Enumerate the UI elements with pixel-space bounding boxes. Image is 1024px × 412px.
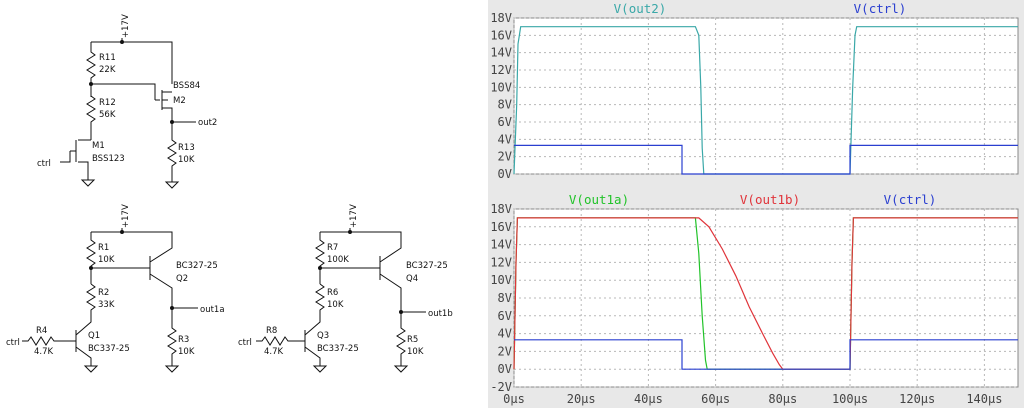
r4-label: R4 xyxy=(36,326,47,336)
series-line-v-out1b- xyxy=(513,217,1018,370)
r12-label: R12 xyxy=(99,98,116,108)
supply-label-1: +17V xyxy=(121,14,131,38)
y-tick-label: -2V xyxy=(490,380,512,394)
r4-value: 4.7K xyxy=(34,347,54,357)
q2-label: Q2 xyxy=(176,274,188,284)
y-tick-label: 16V xyxy=(490,220,512,234)
y-tick-label: 18V xyxy=(490,11,512,25)
y-tick-label: 6V xyxy=(498,309,512,323)
r5-value: 10K xyxy=(407,347,424,357)
q3-part: BC337-25 xyxy=(317,344,359,354)
series-line-v-ctrl- xyxy=(514,339,1018,370)
y-tick-label: 12V xyxy=(490,63,512,77)
y-tick-label: 18V xyxy=(490,202,512,216)
out2-label: out2 xyxy=(198,118,217,128)
q1-part: BC337-25 xyxy=(88,344,130,354)
y-tick-label: 14V xyxy=(490,238,512,252)
y-tick-label: 4V xyxy=(498,327,512,341)
y-tick-label: 0V xyxy=(498,362,512,376)
y-tick-label: 6V xyxy=(498,115,512,129)
ctrl-label-1: ctrl xyxy=(37,159,51,169)
supply-label-3: +17V xyxy=(349,204,359,228)
y-tick-label: 2V xyxy=(498,344,512,358)
circuit-bjt-a: +17V R1 10K BC327-25 Q2 out1a R3 10K R2 … xyxy=(6,204,225,373)
supply-label-2: +17V xyxy=(121,204,131,228)
circuit-bjt-b: +17V R7 100K BC327-25 Q4 out1b R5 10K R6… xyxy=(238,204,453,373)
x-tick-label: 40µs xyxy=(634,392,663,406)
ctrl-label-3: ctrl xyxy=(238,338,252,348)
y-tick-label: 16V xyxy=(490,28,512,42)
series-line-v-out2- xyxy=(513,26,1018,175)
plot-background xyxy=(513,17,1019,175)
r2-value: 33K xyxy=(98,300,115,310)
r2-label: R2 xyxy=(98,288,109,298)
r13-value: 10K xyxy=(178,155,195,165)
q1-label: Q1 xyxy=(88,331,100,341)
y-tick-label: 2V xyxy=(498,150,512,164)
m1-label: M1 xyxy=(92,141,105,151)
r5-label: R5 xyxy=(407,335,418,345)
circuit-schematic: +17V R11 22K BSS84 M2 out2 R13 10K R12 5… xyxy=(6,14,453,373)
r7-label: R7 xyxy=(327,243,338,253)
y-tick-label: 0V xyxy=(498,167,512,181)
r3-label: R3 xyxy=(178,335,189,345)
x-tick-label: 20µs xyxy=(567,392,596,406)
x-tick-label: 0µs xyxy=(503,392,525,406)
r7-value: 100K xyxy=(327,255,349,265)
series-line-v-ctrl- xyxy=(514,144,1018,175)
y-tick-label: 14V xyxy=(490,46,512,60)
out1b-label: out1b xyxy=(428,309,453,319)
r12-value: 56K xyxy=(99,110,116,120)
series-title: V(out1a) xyxy=(569,192,629,207)
m1-part: BSS123 xyxy=(92,154,125,164)
circuit-mosfet: +17V R11 22K BSS84 M2 out2 R13 10K R12 5… xyxy=(37,14,217,189)
plot-pane-1: 0V 2V 4V 6V 8V 10V 12V 14V 16V 18V V(out2) V(ctrl) xyxy=(490,1,1019,181)
x-tick-label: 60µs xyxy=(701,392,730,406)
x-tick-label: 140µs xyxy=(966,392,1002,406)
series-title: V(out1b) xyxy=(740,192,800,207)
r3-value: 10K xyxy=(178,347,195,357)
plot-pane-2: -2V 0V 2V 4V 6V 8V 10V 12V 14V 16V 18V 0µs 20µs 40µs 6… xyxy=(490,192,1019,406)
x-tick-label: 80µs xyxy=(768,392,797,406)
r1-value: 10K xyxy=(98,255,115,265)
x-tick-label: 120µs xyxy=(899,392,935,406)
q4-part: BC327-25 xyxy=(406,261,448,271)
r1-label: R1 xyxy=(98,243,109,253)
r11-label: R11 xyxy=(99,53,116,63)
series-title: V(out2) xyxy=(614,1,667,16)
r11-value: 22K xyxy=(99,65,116,75)
r8-label: R8 xyxy=(266,326,277,336)
x-tick-label: 100µs xyxy=(832,392,868,406)
y-tick-label: 12V xyxy=(490,255,512,269)
m2-part: BSS84 xyxy=(173,81,200,91)
y-tick-label: 8V xyxy=(498,291,512,305)
q2-part: BC327-25 xyxy=(176,261,218,271)
r13-label: R13 xyxy=(178,143,195,153)
y-tick-label: 4V xyxy=(498,132,512,146)
q4-label: Q4 xyxy=(406,274,418,284)
series-title: V(ctrl) xyxy=(884,192,937,207)
series-title: V(ctrl) xyxy=(854,1,907,16)
y-tick-label: 8V xyxy=(498,98,512,112)
ctrl-label-2: ctrl xyxy=(6,338,20,348)
y-tick-label: 10V xyxy=(490,80,512,94)
q3-label: Q3 xyxy=(317,331,329,341)
waveform-plots: 0V2V4V6V8V10V12V14V16V18VV(out2)V(ctrl)-… xyxy=(490,1,1019,406)
r6-value: 10K xyxy=(327,300,344,310)
r8-value: 4.7K xyxy=(264,347,284,357)
y-tick-label: 10V xyxy=(490,273,512,287)
out1a-label: out1a xyxy=(200,305,225,315)
m2-label: M2 xyxy=(173,96,186,106)
r6-label: R6 xyxy=(327,288,338,298)
